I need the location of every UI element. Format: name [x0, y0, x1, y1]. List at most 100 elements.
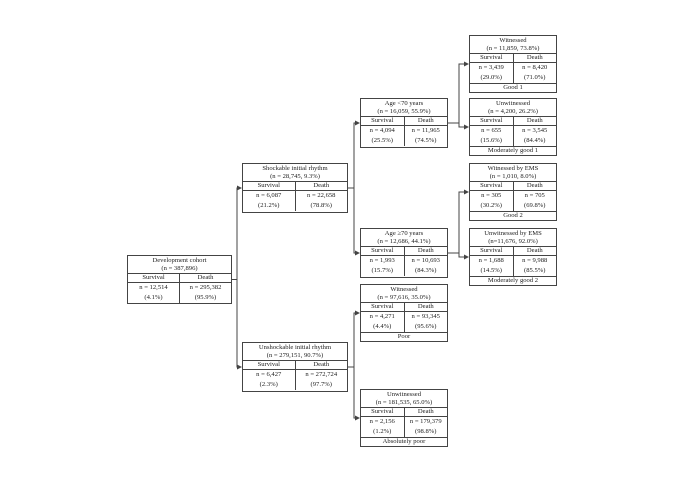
death-percent: (71.0%) — [524, 74, 546, 82]
node-label: Unwitnessed — [495, 100, 531, 107]
node-count: (n = 12,686, 44.1%) — [377, 237, 431, 245]
connector-unshock-witPoor — [348, 312, 356, 368]
survival-header: Survival — [361, 408, 404, 418]
node-unwitAbs: Unwitnessed(n = 181,535, 65.0%)Survival n… — [360, 389, 448, 447]
death-percent: (95.6%) — [415, 323, 437, 331]
death-count: n = 9,988 — [522, 257, 548, 265]
node-label: Witnessed — [499, 37, 527, 44]
survival-count: n = 12,514 — [139, 284, 168, 292]
survival-header: Survival — [243, 182, 295, 192]
death-header: Death — [295, 361, 347, 371]
survival-header: Survival — [361, 247, 404, 257]
death-count: n = 93,345 — [411, 313, 440, 321]
node-count: (n = 16,059, 55.9%) — [377, 107, 431, 115]
node-label: Age ≥70 years — [384, 230, 424, 237]
arrowhead-witGood1 — [464, 61, 469, 67]
prognosis-category: Moderately good 1 — [470, 146, 556, 155]
node-count: (n = 1,010, 8.0%) — [489, 172, 537, 180]
survival-header: Survival — [361, 303, 404, 313]
node-label: Witnessed by EMS — [487, 165, 539, 172]
survival-count: n = 3,439 — [478, 64, 504, 72]
death-count: n = 22,658 — [307, 192, 336, 200]
node-count: (n = 279,151, 90.7%) — [266, 351, 324, 359]
survival-percent: (29.0%) — [480, 74, 502, 82]
survival-header: Survival — [243, 361, 295, 371]
death-percent: (98.8%) — [415, 428, 437, 436]
survival-count: n = 1,993 — [369, 257, 395, 265]
survival-header: Survival — [470, 54, 513, 64]
death-header: Death — [180, 274, 231, 284]
survival-percent: (4.1%) — [144, 294, 163, 302]
survival-percent: (15.6%) — [480, 137, 502, 145]
death-header: Death — [404, 117, 447, 127]
node-shock: Shockable initial rhythm(n = 28,745, 9.3… — [242, 163, 348, 213]
node-label: Shockable initial rhythm — [262, 165, 328, 172]
node-title: Witnessed by EMS(n = 1,010, 8.0%) — [470, 164, 556, 183]
connector-ageLt-witGood1 — [448, 63, 465, 124]
node-ageGe: Age ≥70 years(n = 12,686, 44.1%) Survival… — [360, 228, 448, 278]
node-unwitEms: Unwitnessed by EMS(n=11,676, 92.0%)Survi… — [469, 228, 557, 286]
connector-unshock-unwitAbs — [348, 366, 356, 419]
node-witEms: Witnessed by EMS(n = 1,010, 8.0%)Surviva… — [469, 163, 557, 221]
node-count: (n = 97,616, 35.0%) — [377, 293, 431, 301]
prognosis-category: Poor — [361, 332, 447, 341]
death-count: n = 3,545 — [522, 127, 548, 135]
arrowhead-witEms — [464, 189, 469, 195]
connector-shock-ageLt — [348, 122, 356, 189]
arrowhead-unwitEms — [464, 254, 469, 260]
survival-percent: (14.5%) — [480, 267, 502, 275]
death-count: n = 11,965 — [411, 127, 440, 135]
survival-header: Survival — [470, 117, 513, 127]
arrowhead-unshock — [237, 364, 242, 370]
survival-percent: (21.2%) — [258, 202, 280, 210]
arrowhead-ageLt — [355, 120, 360, 126]
arrowhead-ageGe — [355, 250, 360, 256]
node-ageLt: Age <70 years(n = 16,059, 55.9%) Survival… — [360, 98, 448, 148]
death-percent: (95.9%) — [194, 294, 217, 302]
death-percent: (97.7%) — [310, 381, 332, 389]
death-count: n = 272,724 — [305, 371, 338, 379]
node-count: (n = 387,896) — [161, 264, 198, 272]
death-count: n = 179,379 — [409, 418, 442, 426]
connector-dev-shock — [232, 187, 238, 280]
prognosis-category: Moderately good 2 — [470, 276, 556, 285]
death-percent: (69.8%) — [524, 202, 546, 210]
death-header: Death — [513, 54, 556, 64]
node-label: Unshockable initial rhythm — [258, 344, 332, 351]
prognosis-category: Good 2 — [470, 211, 556, 220]
node-label: Unwitnessed by EMS — [484, 230, 542, 237]
node-count: (n = 11,859, 73.8%) — [486, 44, 540, 52]
node-label: Age <70 years — [384, 100, 424, 107]
arrowhead-witPoor — [355, 310, 360, 316]
node-label: Unwitnessed — [386, 391, 422, 398]
death-header: Death — [513, 247, 556, 257]
death-percent: (78.8%) — [310, 202, 332, 210]
connector-ageGe-witEms — [448, 191, 465, 254]
survival-percent: (2.3%) — [259, 381, 278, 389]
death-header: Death — [404, 247, 447, 257]
node-label: Witnessed — [390, 286, 418, 293]
node-title: Unwitnessed(n = 181,535, 65.0%) — [361, 390, 447, 409]
connector-shock-ageGe — [348, 187, 356, 254]
survival-header: Survival — [128, 274, 179, 284]
survival-percent: (30.2%) — [480, 202, 502, 210]
survival-header: Survival — [470, 182, 513, 192]
